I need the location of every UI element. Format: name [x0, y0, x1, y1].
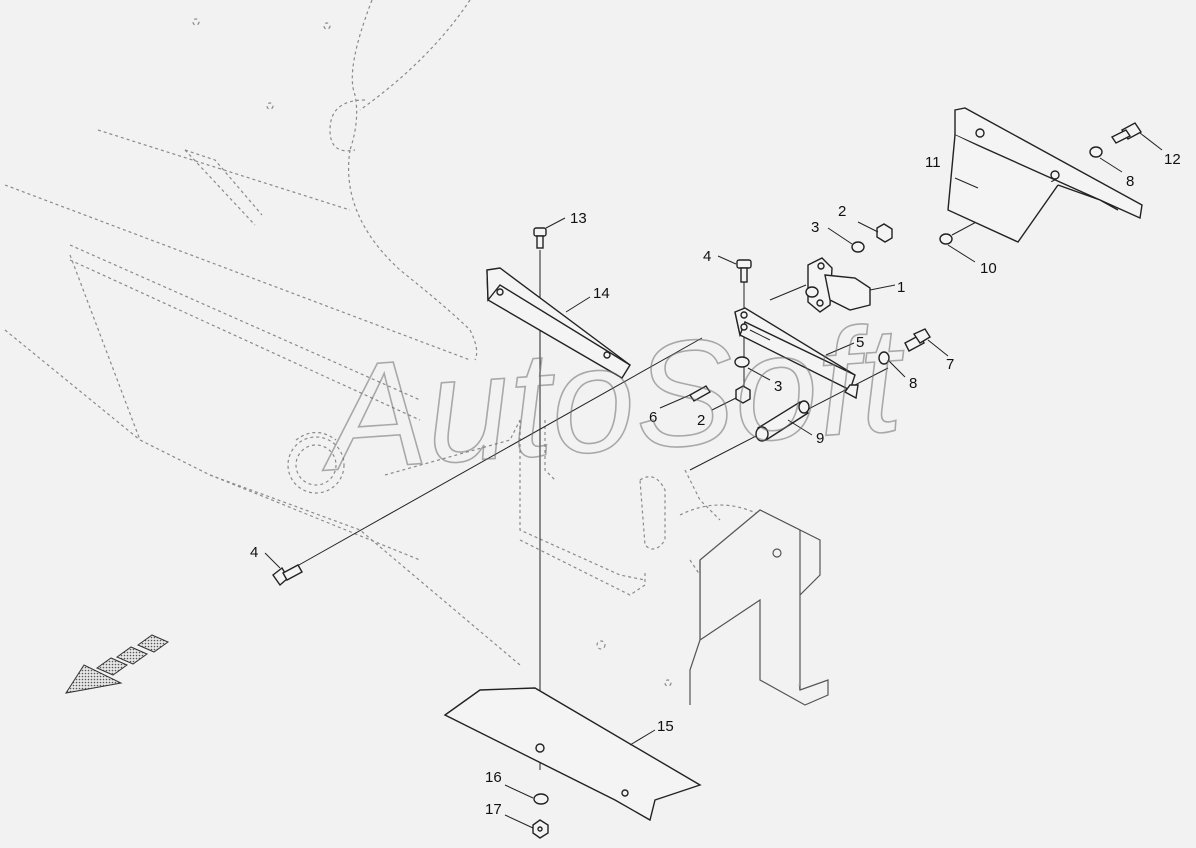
watermark: AutoSoft — [313, 294, 912, 503]
callout-13: 13 — [570, 210, 587, 227]
sleeve-9 — [755, 400, 810, 442]
callout-12: 12 — [1164, 151, 1181, 168]
callout-5: 5 — [856, 334, 864, 351]
nut-17 — [532, 819, 549, 839]
callout-17: 17 — [485, 801, 502, 818]
callout-4-lower: 4 — [250, 544, 258, 561]
callout-2-lower: 2 — [697, 412, 705, 429]
washer-3-upper — [851, 241, 865, 253]
callout-2-upper: 2 — [838, 203, 846, 220]
callout-16: 16 — [485, 769, 502, 786]
cab-outline — [97, 0, 478, 361]
frame-support — [689, 509, 829, 706]
callout-1: 1 — [897, 279, 905, 296]
callout-9: 9 — [816, 430, 824, 447]
leader-lines — [264, 132, 1163, 829]
callout-6: 6 — [649, 409, 657, 426]
callout-10: 10 — [980, 260, 997, 277]
washer-16 — [533, 793, 549, 805]
angle-bracket-14 — [486, 267, 631, 379]
callout-3-upper: 3 — [811, 219, 819, 236]
callout-4-upper: 4 — [703, 248, 711, 265]
washer-10 — [939, 233, 953, 245]
pin-6 — [688, 385, 712, 402]
sensor-1 — [805, 257, 871, 313]
callout-14: 14 — [593, 285, 610, 302]
callout-7: 7 — [946, 356, 954, 373]
boom-outline — [4, 184, 521, 666]
callout-11: 11 — [925, 154, 941, 171]
bolt-4-lower — [272, 564, 303, 587]
callouts: 1 2 2 3 3 4 4 5 6 7 8 8 9 10 11 12 13 14… — [250, 151, 1181, 818]
bolt-4-upper — [736, 259, 752, 283]
nut-2-lower — [735, 385, 751, 404]
nut-2-upper — [876, 223, 893, 243]
plate-15 — [443, 687, 702, 822]
callout-15: 15 — [657, 718, 674, 735]
direction-arrow-icon — [64, 634, 170, 694]
callout-8-right: 8 — [909, 375, 917, 392]
washer-8-right — [878, 351, 890, 365]
bolt-13 — [533, 227, 547, 249]
bolt-7 — [904, 328, 931, 352]
washer-8-upper — [1089, 146, 1103, 158]
sensor-arm-5 — [734, 307, 859, 400]
guard-11 — [947, 107, 1143, 243]
callout-8-upper: 8 — [1126, 173, 1134, 190]
callout-3-lower: 3 — [774, 378, 782, 395]
washer-3-lower — [734, 356, 750, 368]
bolt-12 — [1110, 122, 1143, 144]
